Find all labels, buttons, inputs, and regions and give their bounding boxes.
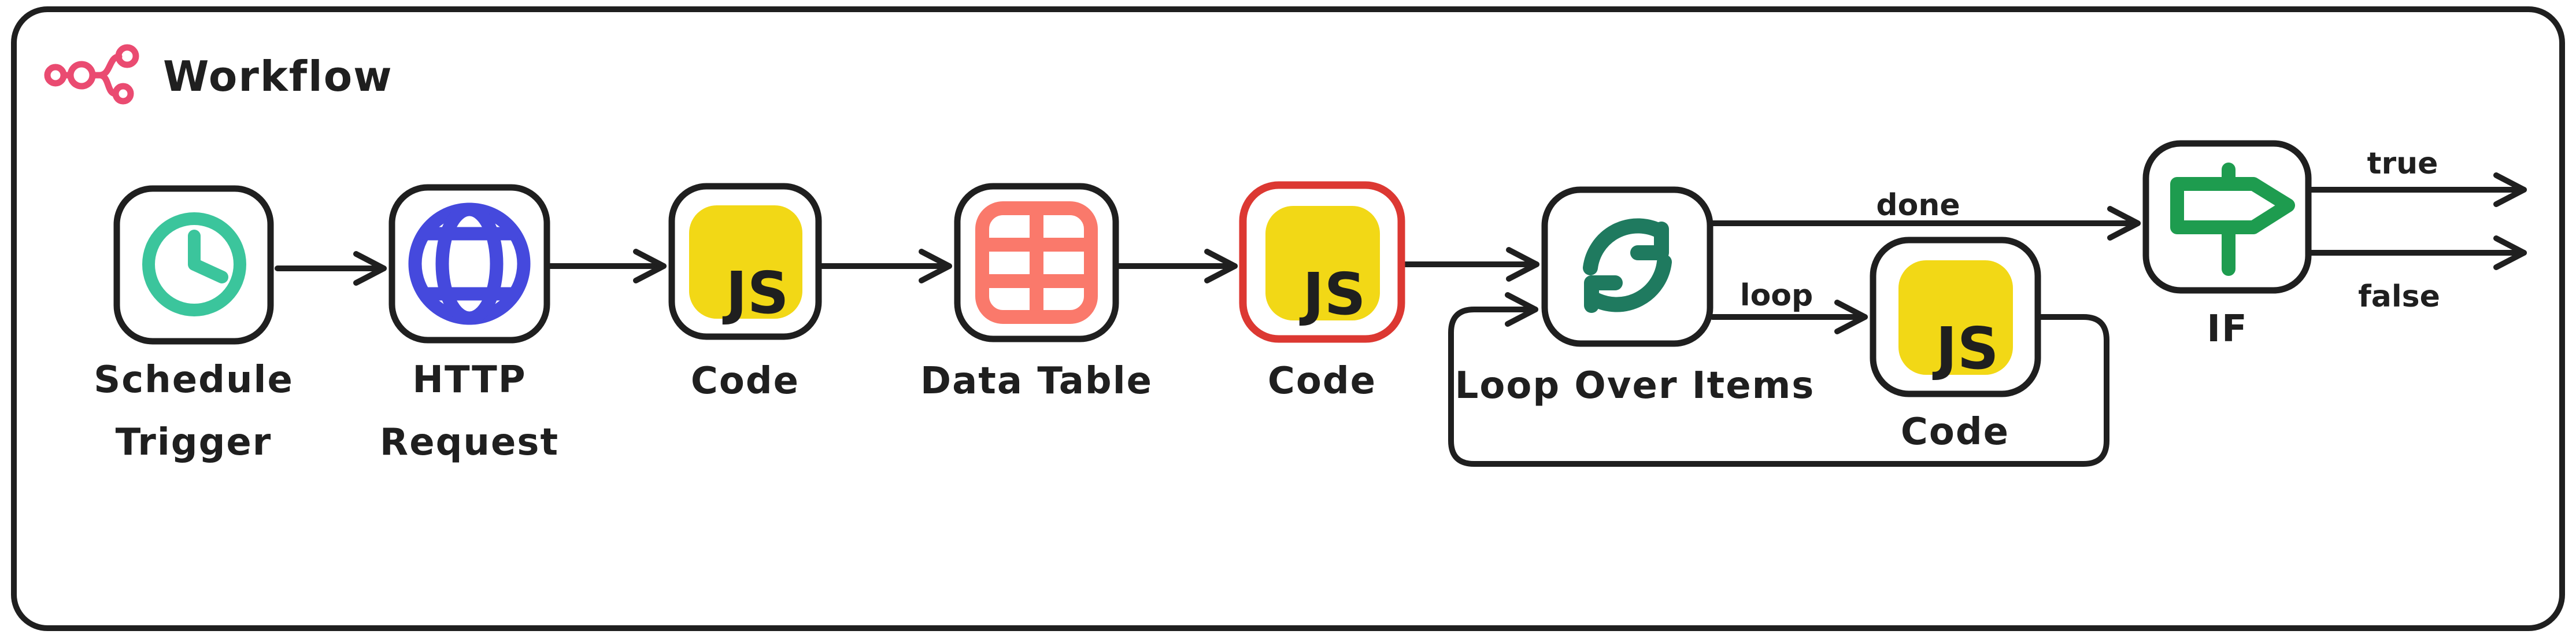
node-label: Data Table: [920, 360, 1153, 403]
edge-label-false: false: [2358, 279, 2440, 314]
node-label: IF: [2207, 308, 2248, 351]
globe-icon: [408, 202, 531, 325]
edge-code3-return-to-loop[interactable]: [1448, 292, 2109, 467]
loop-icon: [1583, 218, 1672, 313]
n8n-logo-icon: [44, 44, 139, 105]
js-icon: JS: [1265, 206, 1380, 328]
svg-text:JS: JS: [1299, 260, 1365, 328]
node-label-line2: Request: [380, 421, 559, 464]
signpost-icon: [2170, 163, 2295, 276]
node-label: Code: [1901, 411, 2009, 453]
edge-label-true: true: [2367, 146, 2438, 181]
node-code-1[interactable]: JS Code: [668, 183, 822, 403]
node-label-line1: Schedule: [94, 359, 294, 401]
js-icon: JS: [689, 205, 802, 327]
node-loop-over-items[interactable]: Loop Over Items: [1455, 186, 1815, 407]
node-code-2-selected[interactable]: JS Code: [1239, 181, 1405, 403]
node-label-line2: Trigger: [116, 421, 272, 464]
js-icon: JS: [1898, 260, 2013, 382]
node-if[interactable]: IF: [2142, 140, 2312, 351]
diagram-title: Workflow: [163, 52, 393, 101]
edge-label-loop: loop: [1740, 278, 1813, 313]
table-icon: [975, 201, 1098, 324]
node-label: Loop Over Items: [1455, 364, 1815, 407]
node-code-3[interactable]: JS Code: [1870, 237, 2041, 453]
edge-label-done: done: [1876, 188, 1960, 223]
node-label: Code: [691, 360, 800, 403]
node-label-line1: HTTP: [412, 359, 526, 401]
node-http-request[interactable]: HTTP Request: [380, 184, 559, 464]
clock-icon: [142, 212, 246, 316]
svg-text:JS: JS: [1932, 315, 1998, 382]
node-data-table[interactable]: Data Table: [920, 183, 1153, 403]
node-box: [1541, 186, 1713, 347]
svg-text:JS: JS: [722, 259, 789, 327]
node-schedule-trigger[interactable]: Schedule Trigger: [94, 185, 294, 464]
node-label: Code: [1268, 360, 1376, 403]
